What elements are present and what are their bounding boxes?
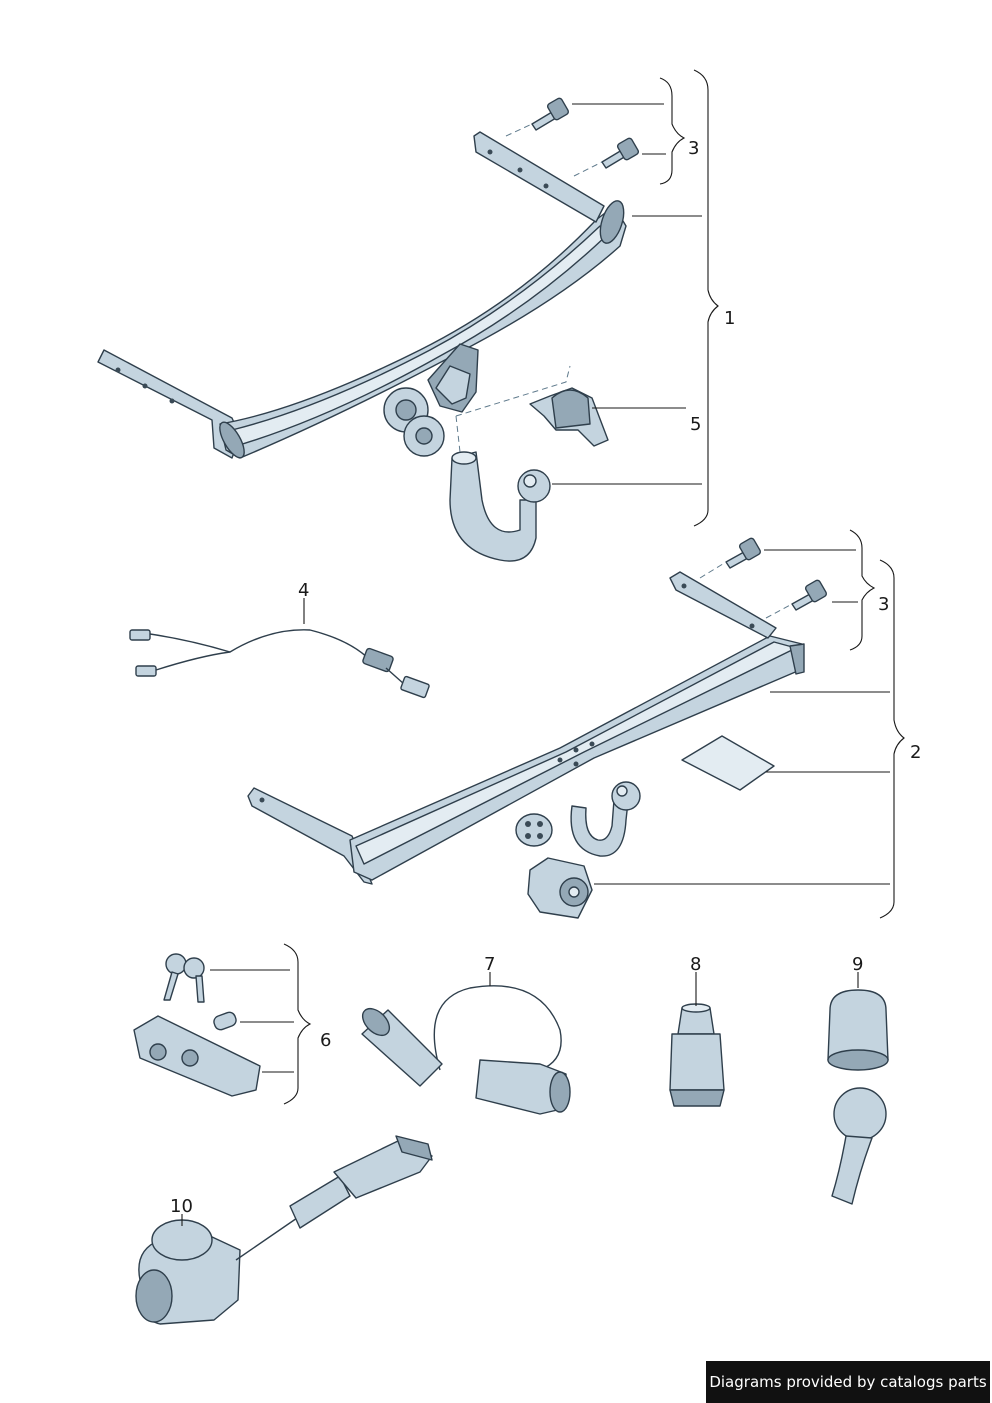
braces [283, 69, 905, 1105]
callout-8: 8 [690, 954, 701, 975]
callout-4: 4 [298, 580, 309, 601]
lock-set [133, 953, 261, 1097]
callout-1: 1 [724, 308, 735, 329]
callout-labels: 1 2 3 3 4 5 6 7 8 9 10 [170, 138, 921, 1217]
wiring-harness [129, 629, 430, 699]
callout-2: 2 [910, 742, 921, 763]
bolt-set-upper [505, 97, 640, 177]
callout-3-lower: 3 [878, 594, 889, 615]
leader-lines [181, 103, 890, 1226]
callout-9: 9 [852, 954, 863, 975]
callout-6: 6 [320, 1030, 331, 1051]
fixed-towbar-assembly [247, 571, 805, 919]
callout-7: 7 [484, 954, 495, 975]
callout-10: 10 [170, 1196, 193, 1217]
detachable-towbar-assembly [97, 131, 627, 562]
connector-plug-13pin [669, 1003, 725, 1107]
watermark-banner: Diagrams provided by catalogs parts [706, 1361, 990, 1403]
bolt-set-lower [699, 537, 828, 619]
adapter-lead [135, 1135, 433, 1325]
callout-5: 5 [690, 414, 701, 435]
towball-cover [827, 989, 889, 1205]
adapter-cable [361, 985, 571, 1115]
callout-3-upper: 3 [688, 138, 699, 159]
